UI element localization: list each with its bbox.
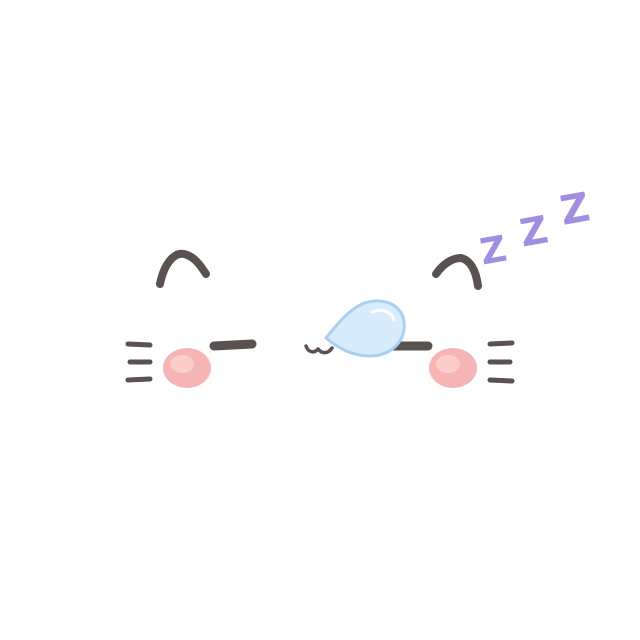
sleep-letter-large: Z: [557, 184, 594, 234]
sleep-letter-medium: Z: [517, 207, 552, 255]
cat-mouth-icon: [304, 344, 334, 355]
sleep-zzz: Z Z Z: [477, 184, 593, 273]
right-ear-icon: [432, 254, 482, 290]
snot-bubble-icon: [323, 299, 406, 358]
left-blush: [163, 348, 211, 388]
bubble-shine: [370, 308, 396, 322]
right-whiskers: [487, 340, 515, 384]
left-whiskers: [125, 341, 153, 383]
whisker: [125, 376, 153, 383]
whisker: [487, 377, 515, 384]
closed-eye-left-icon: [209, 339, 257, 351]
sleep-letter-small: Z: [477, 229, 510, 274]
left-ear-icon: [156, 249, 210, 288]
whisker: [125, 341, 153, 348]
whisker: [487, 340, 515, 347]
right-blush: [429, 348, 477, 388]
